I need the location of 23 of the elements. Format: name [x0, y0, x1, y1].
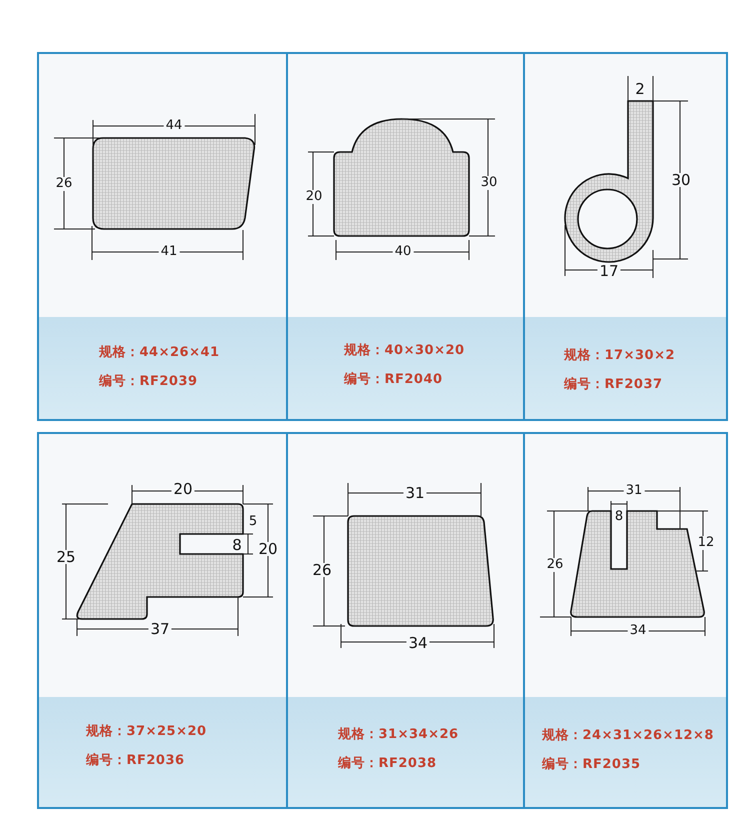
- dimension-label: 30: [478, 176, 500, 190]
- spec-text: 规格：17×30×2: [564, 348, 676, 364]
- part-number-text: 编号：RF2040: [344, 372, 443, 388]
- part-number-text: 编号：RF2036: [86, 753, 185, 769]
- dimension-label: 26: [544, 558, 566, 572]
- product-card: [523, 52, 728, 421]
- dimension-label: 8: [230, 538, 244, 552]
- dimension-label: 20: [304, 190, 324, 204]
- dimension-label: 34: [406, 636, 430, 650]
- spec-text: 规格：44×26×41: [99, 345, 220, 361]
- spec-text: 规格：24×31×26×12×8: [542, 728, 714, 744]
- dimension-label: 37: [148, 622, 172, 636]
- dimension-label: 20: [171, 482, 195, 496]
- part-number-text: 编号：RF2039: [99, 374, 198, 390]
- spec-text: 规格：37×25×20: [86, 724, 207, 740]
- dimension-label: 26: [54, 177, 74, 191]
- part-number-text: 编号：RF2038: [338, 756, 437, 772]
- spec-text: 规格：31×34×26: [338, 727, 459, 743]
- dimension-label: 17: [597, 264, 621, 278]
- part-number-text: 编号：RF2037: [564, 377, 663, 393]
- dimension-label: 31: [403, 486, 427, 500]
- part-number-text: 编号：RF2035: [542, 757, 641, 773]
- spec-text: 规格：40×30×20: [344, 343, 465, 359]
